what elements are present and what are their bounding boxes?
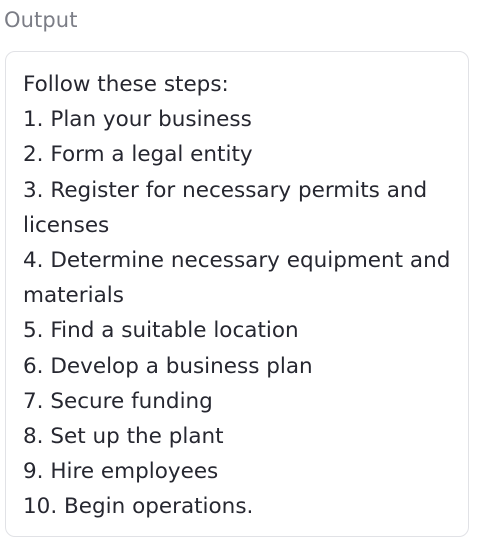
output-line: 3. Register for necessary permits and [23, 177, 428, 203]
output-line: 1. Plan your business [23, 107, 252, 133]
output-text: Follow these steps: 1. Plan your busines… [23, 67, 452, 525]
output-line: licenses [23, 212, 110, 238]
output-line: 6. Develop a business plan [23, 353, 313, 379]
output-line: 2. Form a legal entity [23, 142, 253, 168]
output-label: Output [4, 8, 78, 32]
output-line: 5. Find a suitable location [23, 318, 299, 344]
output-line: 10. Begin operations. [23, 494, 254, 520]
output-line: 9. Hire employees [23, 459, 219, 485]
output-line: materials [23, 283, 124, 309]
output-text-box: Follow these steps: 1. Plan your busines… [5, 51, 469, 537]
output-line: 4. Determine necessary equipment and [23, 248, 451, 274]
output-line: 8. Set up the plant [23, 424, 224, 450]
output-line: 7. Secure funding [23, 388, 213, 414]
output-line: Follow these steps: [23, 72, 229, 97]
